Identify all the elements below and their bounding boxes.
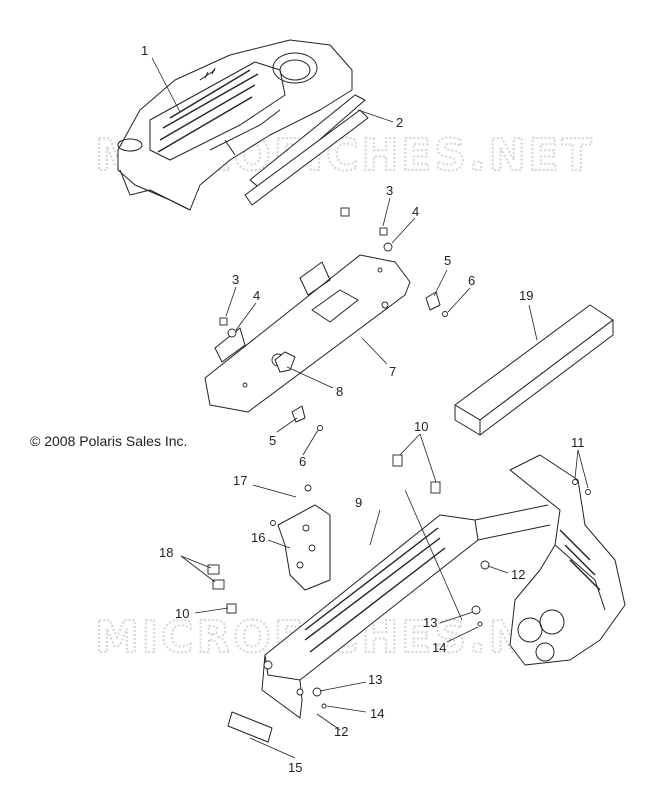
callout-5: 5 xyxy=(269,433,276,448)
callout-16: 16 xyxy=(251,530,265,545)
callout-7: 7 xyxy=(389,364,396,379)
callouts: 1 2 3 4 3 4 5 6 7 8 5 6 10 11 17 9 16 18… xyxy=(141,43,585,775)
callout-14: 14 xyxy=(370,706,384,721)
callout-5: 5 xyxy=(444,253,451,268)
callout-10: 10 xyxy=(175,606,189,621)
rear-guard-assembly xyxy=(474,454,626,666)
callout-6: 6 xyxy=(299,454,306,469)
part-8-clip xyxy=(274,351,296,373)
part-9-skid-plate xyxy=(261,514,479,719)
callout-9: 9 xyxy=(355,495,362,510)
part-1-cover-assembly xyxy=(117,39,353,211)
callout-8: 8 xyxy=(336,384,343,399)
copyright-notice: © 2008 Polaris Sales Inc. xyxy=(30,433,187,449)
hardware xyxy=(207,207,591,709)
callout-2: 2 xyxy=(396,115,403,130)
callout-4: 4 xyxy=(253,288,260,303)
callout-13: 13 xyxy=(423,615,437,630)
callout-1: 1 xyxy=(141,43,148,58)
callout-12: 12 xyxy=(334,724,348,739)
part-2-trim-strip xyxy=(244,94,369,206)
callout-17: 17 xyxy=(233,473,247,488)
callout-3: 3 xyxy=(232,272,239,287)
part-16-side-bracket xyxy=(277,504,331,591)
callout-14: 14 xyxy=(432,640,446,655)
part-7-upper-plate xyxy=(204,254,411,413)
callout-13: 13 xyxy=(368,672,382,687)
callout-19: 19 xyxy=(519,288,533,303)
callout-12: 12 xyxy=(511,567,525,582)
callout-18: 18 xyxy=(159,545,173,560)
leader-lines xyxy=(151,57,589,759)
callout-4: 4 xyxy=(412,204,419,219)
callout-11: 11 xyxy=(571,435,585,450)
callout-6: 6 xyxy=(468,273,475,288)
part-19-foam-pad xyxy=(454,304,614,436)
callout-3: 3 xyxy=(386,183,393,198)
callout-10: 10 xyxy=(414,419,428,434)
callout-15: 15 xyxy=(288,760,302,775)
part-15-strip xyxy=(227,711,273,743)
